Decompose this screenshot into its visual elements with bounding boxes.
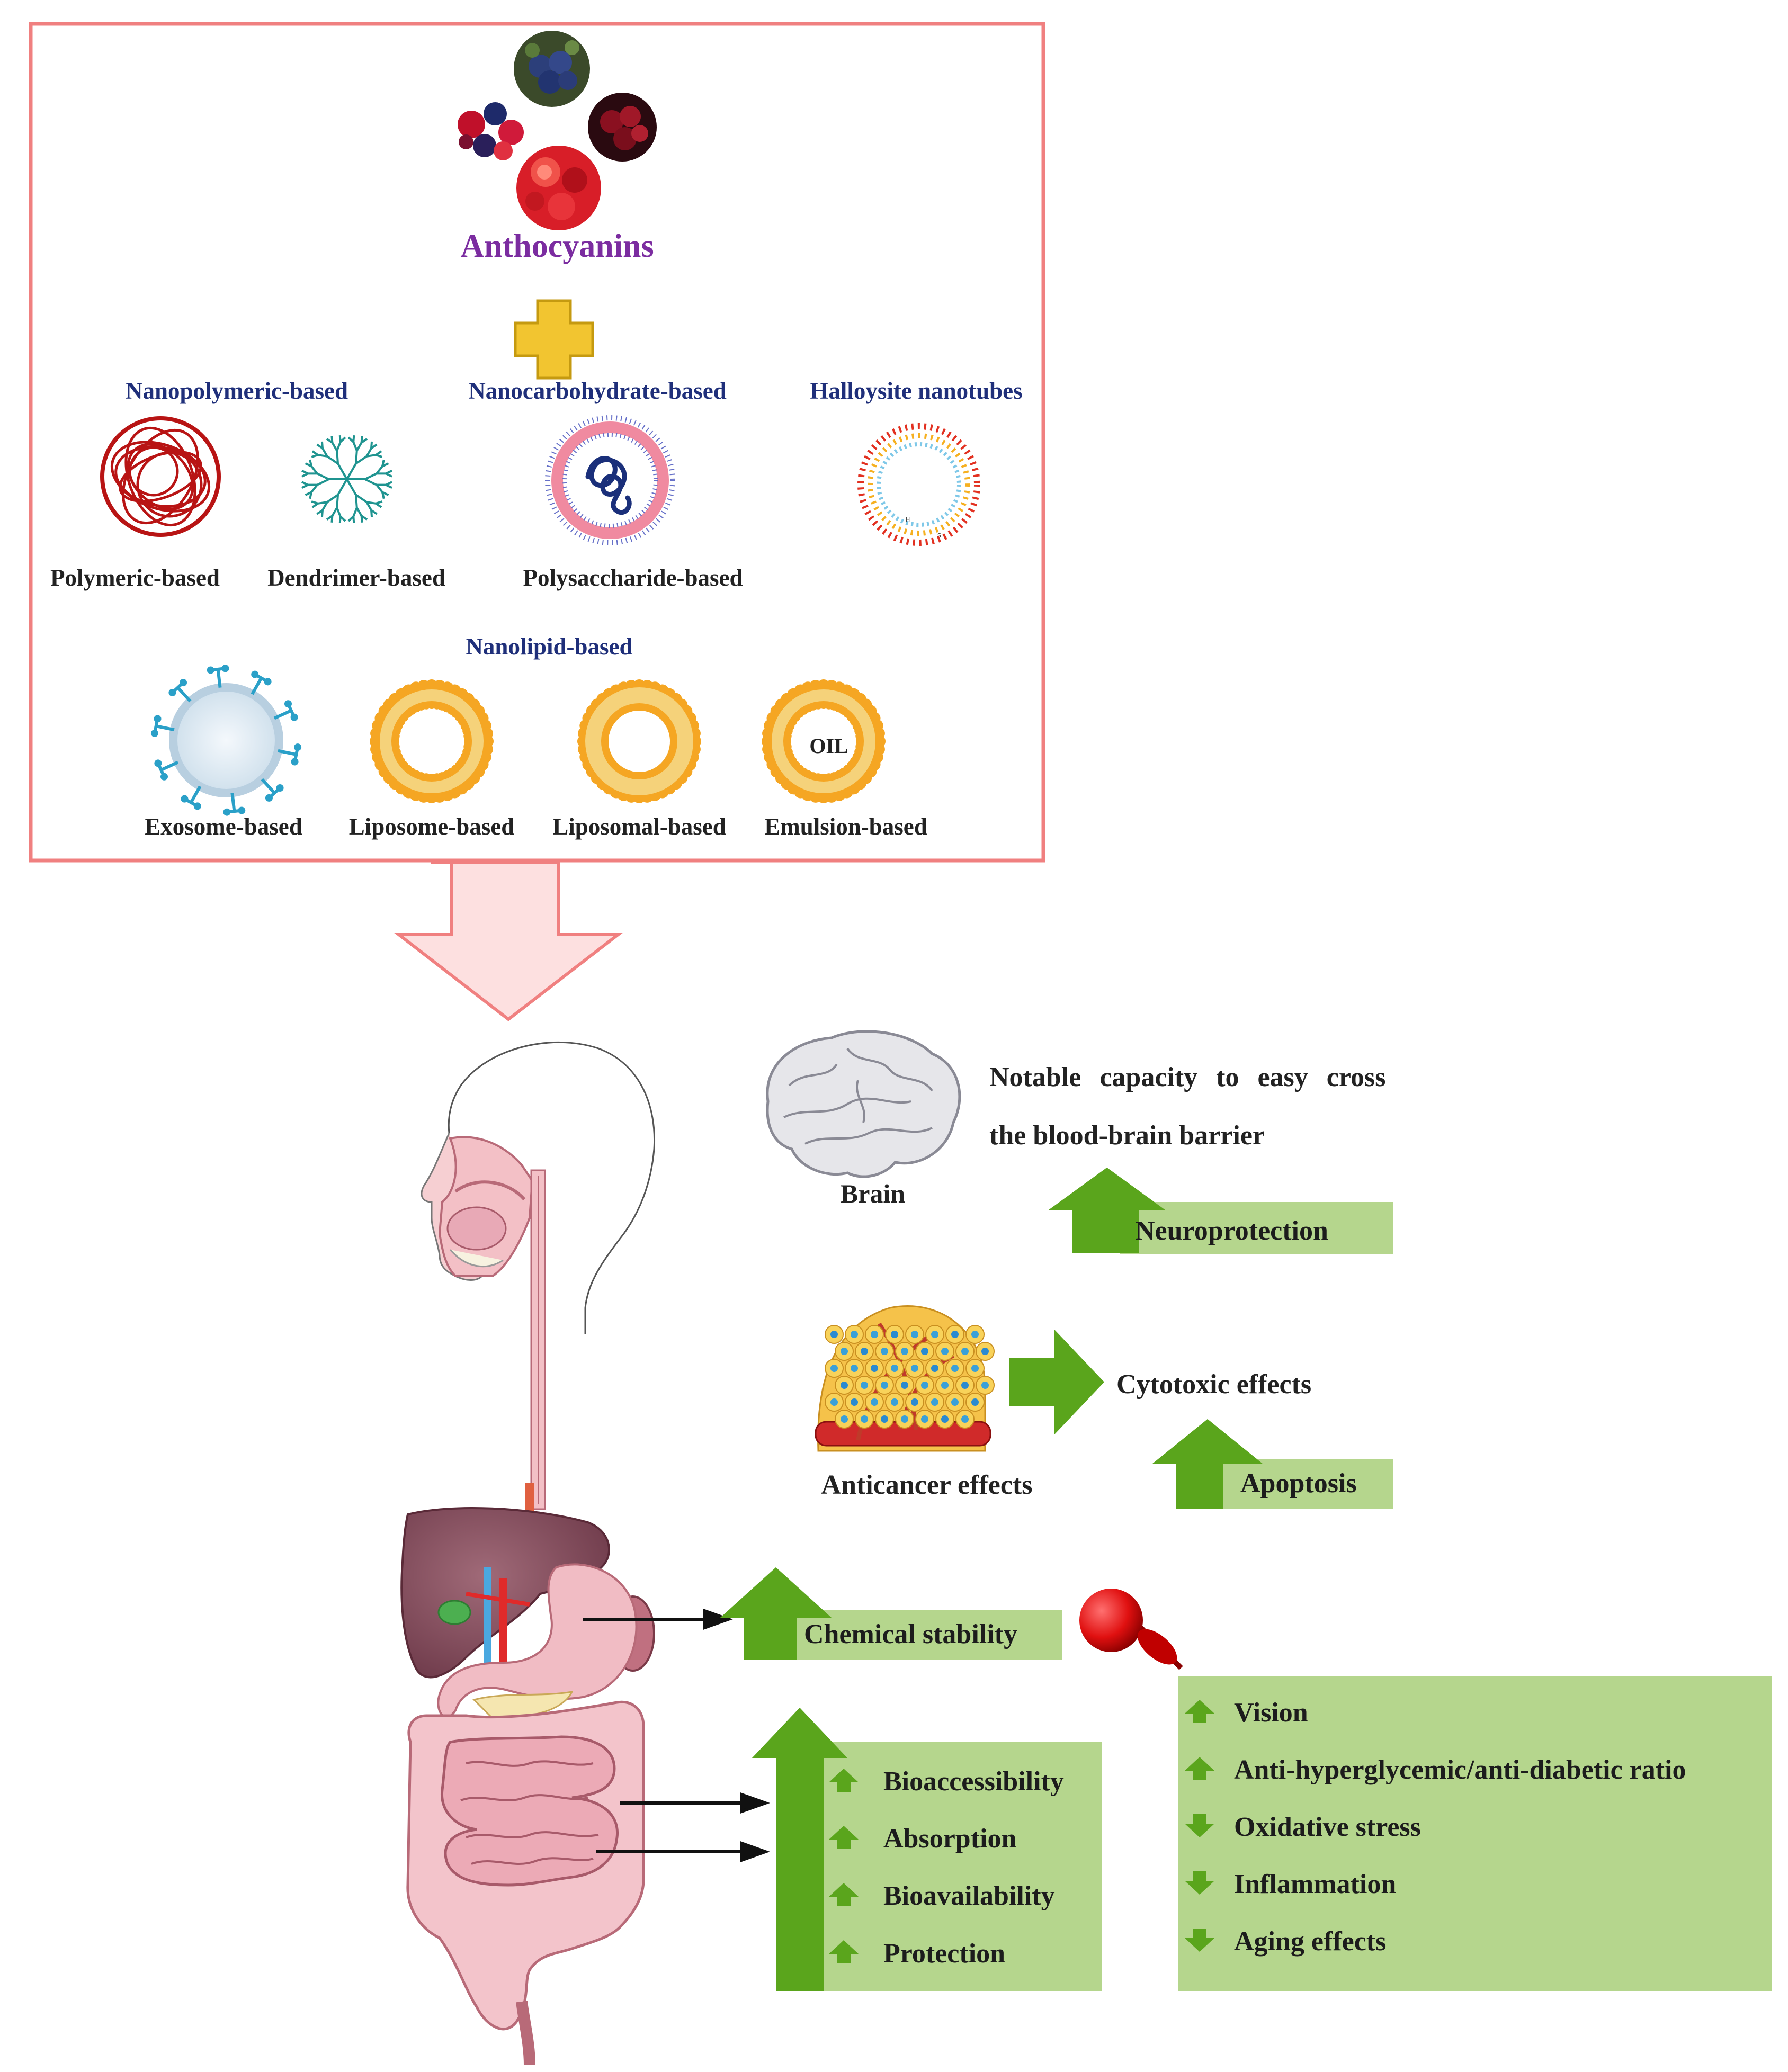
halloysite-nanotube-icon: H Si xyxy=(857,423,980,546)
apoptosis-box xyxy=(1221,1459,1393,1509)
rectum xyxy=(516,2001,535,2066)
polysaccharide-particle-icon xyxy=(545,415,675,545)
cytotoxic-label: Cytotoxic effects xyxy=(1116,1369,1312,1400)
brain-note-line2: the blood-brain barrier xyxy=(989,1120,1265,1151)
dendrimer-label: Dendrimer-based xyxy=(267,564,445,591)
chemical-stability-label: Chemical stability xyxy=(804,1619,1017,1649)
esophagus xyxy=(525,1169,546,1514)
apoptosis-label: Apoptosis xyxy=(1240,1468,1357,1499)
emulsion-particle-icon xyxy=(762,679,886,803)
nanolipid-heading: Nanolipid-based xyxy=(466,633,633,660)
berries-photo xyxy=(450,87,535,172)
nanocarbohydrate-heading: Nanocarbohydrate-based xyxy=(468,378,727,404)
exosome-particle-icon xyxy=(150,665,302,816)
dendrimer-particle-icon xyxy=(301,435,392,524)
neuroprotection-label: Neuroprotection xyxy=(1135,1216,1328,1246)
intestine-effects-box xyxy=(818,1742,1102,1991)
tumor-icon xyxy=(815,1305,995,1452)
chemical-stability-box xyxy=(789,1610,1062,1660)
health-item-vision: Vision xyxy=(1234,1698,1308,1728)
liposomal-label: Liposomal-based xyxy=(552,813,726,840)
pushpin-icon xyxy=(1079,1589,1183,1670)
health-item-inflammation: Inflammation xyxy=(1234,1869,1397,1899)
absorption-label: Absorption xyxy=(883,1824,1017,1854)
brain-note-line1: Notable capacity to easy cross xyxy=(989,1062,1386,1092)
small-intestine xyxy=(440,1735,619,1887)
red-fruits-photo xyxy=(516,146,601,230)
cherries-photo xyxy=(588,93,657,162)
blood-vessels xyxy=(466,1567,530,1668)
plus-icon xyxy=(514,299,594,380)
stomach xyxy=(437,1563,638,1718)
liposome-particle-icon xyxy=(370,679,494,803)
liposomal-particle-icon xyxy=(577,679,701,803)
polymeric-particle-icon xyxy=(100,416,221,537)
grapes-photo xyxy=(514,31,590,107)
bioavailability-label: Bioavailability xyxy=(883,1881,1055,1911)
polymeric-label: Polymeric-based xyxy=(50,564,220,591)
organ-pointer-arrows xyxy=(583,1608,770,1863)
svg-text:Si: Si xyxy=(937,532,943,539)
oil-label: OIL xyxy=(809,734,848,758)
bioaccessibility-label: Bioaccessibility xyxy=(883,1766,1064,1797)
brain-icon xyxy=(766,1030,961,1178)
head-outline xyxy=(448,1041,656,1334)
small-intestine-folds xyxy=(460,1760,599,1865)
health-item-aging: Aging effects xyxy=(1234,1926,1387,1957)
protection-label: Protection xyxy=(883,1939,1006,1969)
health-item-antidiabetic: Anti-hyperglycemic/anti-diabetic ratio xyxy=(1234,1755,1686,1785)
nasal-oral-cavity xyxy=(421,1133,534,1281)
health-effects-box xyxy=(1178,1676,1772,1991)
liposome-label: Liposome-based xyxy=(348,813,515,840)
neuroprotection-box xyxy=(1120,1202,1393,1254)
brain-label: Brain xyxy=(840,1179,906,1208)
polysaccharide-label: Polysaccharide-based xyxy=(523,564,743,591)
nanopolymeric-heading: Nanopolymeric-based xyxy=(126,378,348,404)
health-item-oxidative-stress: Oxidative stress xyxy=(1234,1812,1421,1842)
emulsion-label: Emulsion-based xyxy=(764,813,927,840)
exosome-label: Exosome-based xyxy=(145,813,302,840)
pink-down-arrow xyxy=(394,860,623,1021)
anticancer-label: Anticancer effects xyxy=(821,1470,1033,1500)
halloysite-heading: Halloysite nanotubes xyxy=(810,378,1023,404)
anthocyanins-label: Anthocyanins xyxy=(460,228,654,264)
svg-text:H: H xyxy=(906,516,910,523)
cytotoxic-right-arrow xyxy=(1009,1329,1104,1435)
gallbladder xyxy=(437,1600,471,1625)
